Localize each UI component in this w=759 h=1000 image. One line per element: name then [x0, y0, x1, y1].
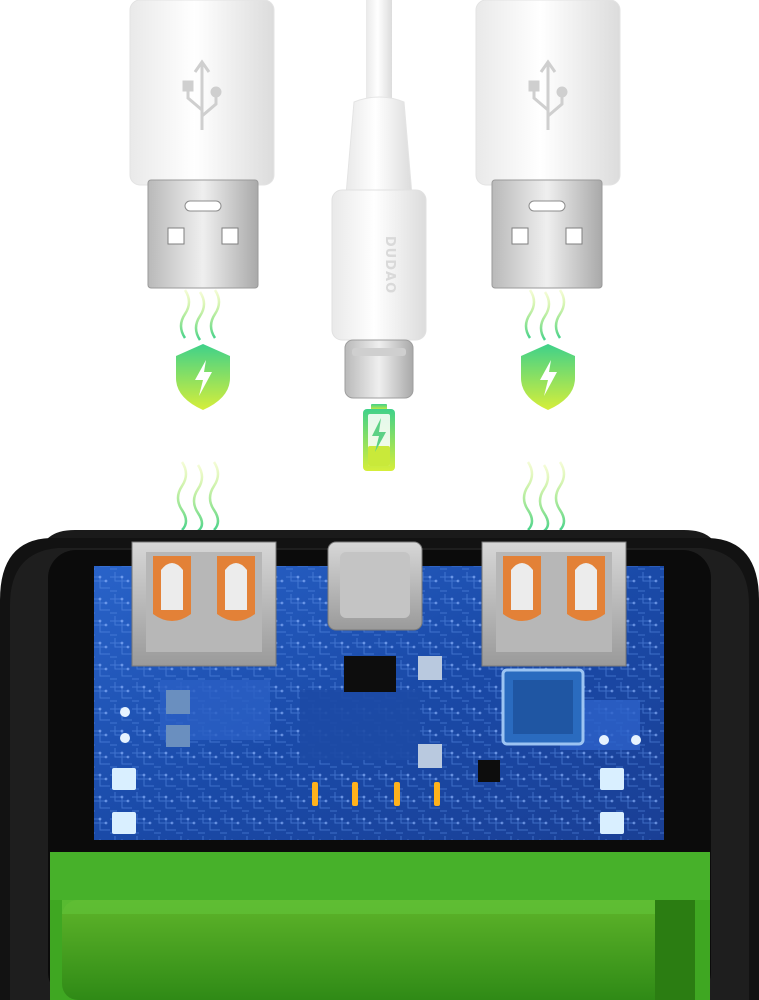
cable-strain-relief — [345, 96, 413, 196]
usb-a-plug-left — [129, 0, 275, 289]
cable-brand-label: DUDAO — [382, 236, 397, 294]
charging-waves-left-lower — [176, 461, 220, 532]
cable-wire — [366, 0, 392, 110]
charge-indicator-leds — [312, 782, 440, 806]
usb-a-port-right — [481, 541, 627, 667]
cable-plug-housing — [331, 189, 427, 341]
usb-a-metal-shell — [491, 179, 603, 289]
usb-c-cable: DUDAO — [331, 0, 427, 399]
usb-a-plug-right — [475, 0, 621, 289]
usb-symbol-icon — [182, 59, 222, 130]
battery-cells — [50, 852, 710, 1000]
battery-charging-icon — [363, 404, 395, 471]
usb-a-port-left — [131, 541, 277, 667]
usb-c-port — [327, 541, 423, 631]
charging-waves-right-lower — [522, 461, 566, 532]
shield-bolt-icon — [521, 344, 575, 410]
usb-a-metal-shell — [147, 179, 259, 289]
charging-waves-right-upper — [524, 289, 566, 341]
shield-bolt-icon — [176, 344, 230, 410]
pcb-block — [300, 690, 420, 760]
charging-waves-left-upper — [179, 289, 221, 341]
usb-symbol-icon — [528, 59, 568, 130]
